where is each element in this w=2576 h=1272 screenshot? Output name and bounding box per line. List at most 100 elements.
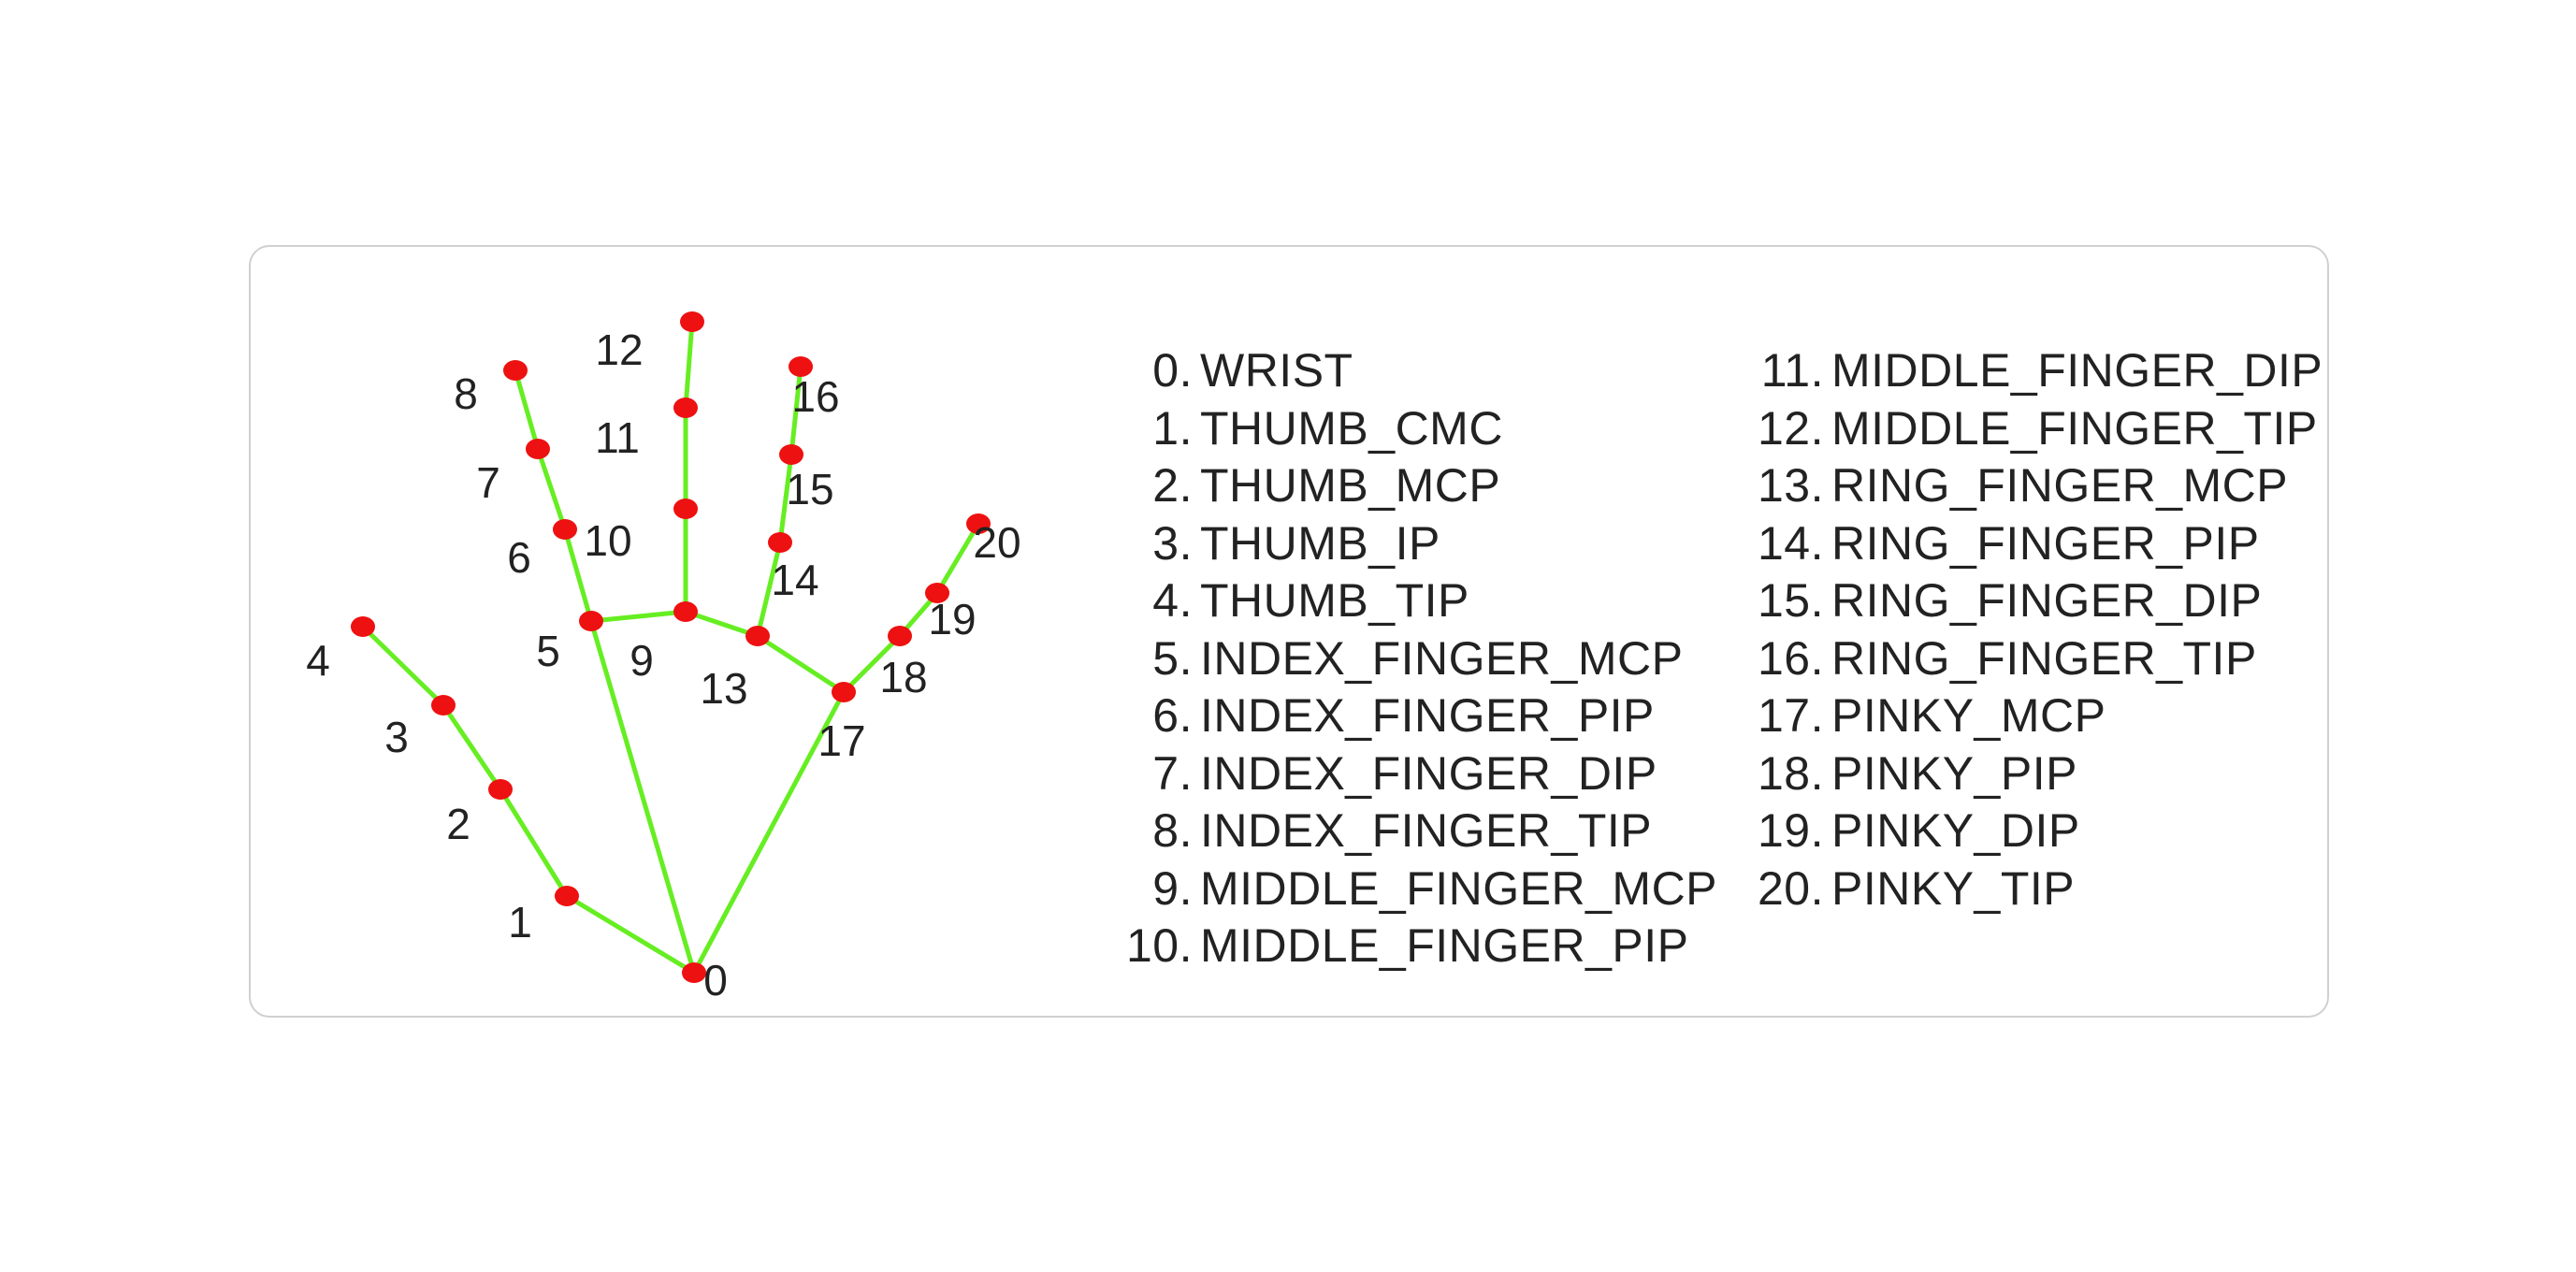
bone-14-15 xyxy=(777,454,794,543)
legend-item-name: RING_FINGER_TIP xyxy=(1831,631,2257,685)
legend-item-20: 20.PINKY_TIP xyxy=(1742,860,2323,918)
legend-item-8: 8.INDEX_FINGER_TIP xyxy=(1104,802,1717,860)
joint-label-5: 5 xyxy=(536,627,560,675)
bone-0-1 xyxy=(565,893,696,976)
legend-item-name: THUMB_TIP xyxy=(1200,574,1469,627)
legend-item-name: MIDDLE_FINGER_PIP xyxy=(1200,919,1689,972)
joint-label-17: 17 xyxy=(818,716,865,765)
legend-item-2: 2.THUMB_MCP xyxy=(1104,457,1717,515)
legend-item-number: 7. xyxy=(1152,746,1193,800)
legend-item-number: 12. xyxy=(1757,401,1824,455)
bone-6-7 xyxy=(535,448,568,530)
legend-item-number: 11. xyxy=(1760,344,1824,397)
joint-label-18: 18 xyxy=(879,653,927,701)
legend-item-12: 12.MIDDLE_FINGER_TIP xyxy=(1742,400,2323,458)
legend-item-name: WRIST xyxy=(1200,344,1353,397)
joint-label-20: 20 xyxy=(973,518,1020,567)
legend-item-9: 9.MIDDLE_FINGER_MCP xyxy=(1104,860,1717,918)
joint-label-0: 0 xyxy=(703,956,728,1005)
legend-item-name: PINKY_MCP xyxy=(1831,689,2106,742)
joint-label-10: 10 xyxy=(584,516,631,565)
legend-item-name: THUMB_MCP xyxy=(1200,459,1501,512)
joint-3 xyxy=(431,695,456,716)
legend-item-number: 17. xyxy=(1757,689,1824,742)
bone-7-8 xyxy=(513,369,541,450)
joint-label-6: 6 xyxy=(507,533,531,582)
hand-bones xyxy=(361,321,981,976)
joint-label-7: 7 xyxy=(476,458,500,507)
joint-12 xyxy=(680,311,704,332)
joint-15 xyxy=(779,444,803,465)
legend-item-4: 4.THUMB_TIP xyxy=(1104,572,1717,630)
joint-7 xyxy=(526,439,550,459)
bone-13-17 xyxy=(756,633,846,695)
legend-item-number: 15. xyxy=(1757,574,1824,627)
joint-9 xyxy=(673,601,698,622)
joint-16 xyxy=(789,356,813,377)
joint-18 xyxy=(888,626,912,646)
bone-19-20 xyxy=(934,522,981,595)
joint-label-3: 3 xyxy=(384,713,409,761)
joint-label-12: 12 xyxy=(595,325,643,374)
legend-item-6: 6.INDEX_FINGER_PIP xyxy=(1104,687,1717,745)
legend-item-1: 1.THUMB_CMC xyxy=(1104,400,1717,458)
legend-item-name: PINKY_TIP xyxy=(1831,861,2076,915)
legend-item-18: 18.PINKY_PIP xyxy=(1742,745,2323,803)
legend-item-11: 11.MIDDLE_FINGER_DIP xyxy=(1742,342,2323,400)
joint-14 xyxy=(768,532,792,553)
joint-label-14: 14 xyxy=(771,556,818,604)
legend-item-name: INDEX_FINGER_DIP xyxy=(1200,746,1657,800)
bone-5-6 xyxy=(562,528,594,622)
bone-0-5 xyxy=(588,620,697,974)
bone-9-13 xyxy=(685,609,759,639)
legend-item-number: 5. xyxy=(1152,631,1193,685)
bone-5-9 xyxy=(590,609,687,624)
legend-item-name: MIDDLE_FINGER_TIP xyxy=(1831,401,2318,455)
bone-0-17 xyxy=(691,690,847,975)
legend-item-name: PINKY_DIP xyxy=(1831,804,2080,857)
joint-label-8: 8 xyxy=(454,369,478,418)
legend-item-number: 6. xyxy=(1152,689,1193,742)
joint-6 xyxy=(553,519,577,540)
legend-item-number: 13. xyxy=(1757,459,1824,512)
legend-item-name: PINKY_PIP xyxy=(1831,746,2077,800)
bone-2-3 xyxy=(441,703,503,791)
legend-item-number: 19. xyxy=(1757,804,1824,857)
legend-item-name: THUMB_IP xyxy=(1200,516,1440,570)
joint-10 xyxy=(673,499,698,519)
joint-label-19: 19 xyxy=(928,595,976,643)
joint-20 xyxy=(966,513,991,534)
legend-item-name: RING_FINGER_PIP xyxy=(1831,516,2260,570)
legend-item-3: 3.THUMB_IP xyxy=(1104,515,1717,573)
joint-8 xyxy=(503,360,528,381)
legend-item-number: 14. xyxy=(1757,516,1824,570)
legend-item-name: RING_FINGER_DIP xyxy=(1831,574,2263,627)
legend-item-name: THUMB_CMC xyxy=(1200,401,1503,455)
legend-item-name: MIDDLE_FINGER_MCP xyxy=(1200,861,1718,915)
legend-item-name: INDEX_FINGER_PIP xyxy=(1200,689,1655,742)
legend-item-5: 5.INDEX_FINGER_MCP xyxy=(1104,630,1717,688)
legend-item-number: 16. xyxy=(1757,631,1824,685)
joint-17 xyxy=(832,682,856,702)
bone-17-18 xyxy=(842,634,902,694)
bone-13-14 xyxy=(755,542,783,637)
joint-0 xyxy=(682,962,706,983)
joint-label-16: 16 xyxy=(791,372,839,421)
joint-label-13: 13 xyxy=(700,664,747,713)
legend-item-7: 7.INDEX_FINGER_DIP xyxy=(1104,745,1717,803)
legend-item-number: 1. xyxy=(1152,401,1193,455)
hand-joints xyxy=(351,311,991,983)
joint-label-9: 9 xyxy=(630,636,654,685)
legend-item-number: 0. xyxy=(1152,344,1193,397)
legend-item-number: 9. xyxy=(1152,861,1193,915)
joint-label-11: 11 xyxy=(595,413,640,462)
bone-15-16 xyxy=(789,366,803,455)
bone-3-4 xyxy=(361,625,445,707)
joint-label-2: 2 xyxy=(446,800,470,848)
legend-item-10: 10.MIDDLE_FINGER_PIP xyxy=(1104,918,1717,976)
joint-1 xyxy=(555,886,579,906)
